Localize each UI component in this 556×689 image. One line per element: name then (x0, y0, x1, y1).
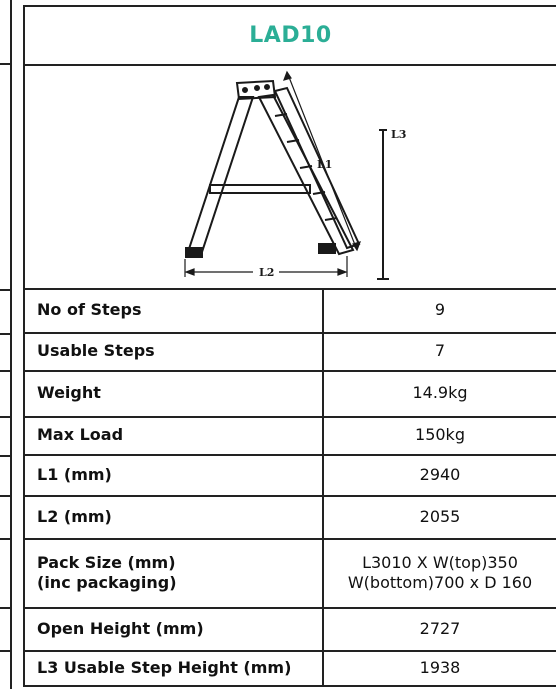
spec-label-line: Pack Size (mm) (37, 552, 176, 572)
ladder-back-leg (185, 96, 255, 256)
ladder-rivet (242, 87, 248, 93)
spec-value: 14.9kg (412, 383, 468, 402)
spec-value: 150kg (415, 425, 465, 444)
edge-tick (0, 333, 10, 335)
label-l2: L2 (259, 266, 274, 279)
spec-table: LAD10 (23, 5, 556, 687)
ladder-step (274, 113, 288, 117)
spec-label: L1 (mm) (25, 454, 324, 495)
spec-row-l2: L2 (mm) 2055 (25, 495, 556, 540)
spec-value-line: W(bottom)700 x D 160 (347, 572, 533, 592)
edge-tick (0, 607, 10, 609)
edge-tick (0, 416, 10, 418)
dimension-l3 (377, 129, 389, 280)
dimension-l1 (283, 70, 361, 252)
dimension-l2 (184, 256, 348, 277)
ladder-diagram: L1 L2 L3 (184, 70, 406, 280)
edge-tick (0, 63, 10, 65)
ladder-step (286, 139, 300, 143)
title-cell: LAD10 (25, 7, 556, 66)
ladder-step (299, 165, 313, 169)
adjacent-table-edge (0, 0, 12, 689)
spec-value-line: L3010 X W(top)350 (362, 552, 518, 572)
spec-row-max-load: Max Load 150kg (25, 416, 556, 456)
ladder-drawing (185, 79, 361, 258)
edge-tick (0, 370, 10, 372)
edge-tick (0, 455, 10, 457)
spec-label: Max Load (25, 416, 324, 454)
ladder-front-stile (257, 93, 355, 256)
spec-value: 2727 (419, 618, 461, 638)
edge-tick (0, 495, 10, 497)
ladder-step (324, 217, 338, 221)
edge-tick (0, 289, 10, 291)
spec-label: Pack Size (mm) (inc packaging) (25, 538, 324, 607)
spec-row-usable-steps: Usable Steps 7 (25, 332, 556, 372)
spec-value: L3010 X W(top)350 W(bottom)700 x D 160 (324, 538, 556, 607)
spec-row-no-of-steps: No of Steps 9 (25, 288, 556, 334)
spec-label: L2 (mm) (25, 495, 324, 538)
spec-value: 9 (434, 300, 446, 319)
spec-value: 7 (434, 341, 446, 360)
spec-label: No of Steps (25, 288, 324, 332)
ladder-foot (185, 247, 203, 258)
label-l3: L3 (391, 128, 406, 141)
product-title: LAD10 (249, 23, 332, 48)
spec-label: L3 Usable Step Height (mm) (25, 650, 324, 685)
spec-row-l1: L1 (mm) 2940 (25, 454, 556, 497)
label-l1: L1 (317, 158, 332, 171)
ladder-rivet (254, 85, 260, 91)
ladder-diagram-cell: L1 L2 L3 (25, 64, 556, 290)
spec-value: 1938 (419, 657, 461, 677)
spec-value: 2940 (419, 464, 461, 484)
edge-tick (0, 650, 10, 652)
ladder-foot (318, 243, 336, 254)
spec-row-weight: Weight 14.9kg (25, 370, 556, 418)
spec-row-l3-usable-step-height: L3 Usable Step Height (mm) 1938 (25, 650, 556, 685)
spec-label: Open Height (mm) (25, 607, 324, 650)
spec-row-open-height: Open Height (mm) 2727 (25, 607, 556, 652)
spec-label: Usable Steps (25, 332, 324, 370)
ladder-rivet (264, 84, 270, 90)
spec-label-line: (inc packaging) (37, 572, 177, 592)
spec-row-pack-size: Pack Size (mm) (inc packaging) L3010 X W… (25, 538, 556, 609)
ladder-cross-brace (209, 184, 311, 194)
spec-value: 2055 (419, 506, 461, 526)
edge-tick (0, 538, 10, 540)
spec-label: Weight (25, 370, 324, 416)
ladder-step (312, 191, 326, 195)
